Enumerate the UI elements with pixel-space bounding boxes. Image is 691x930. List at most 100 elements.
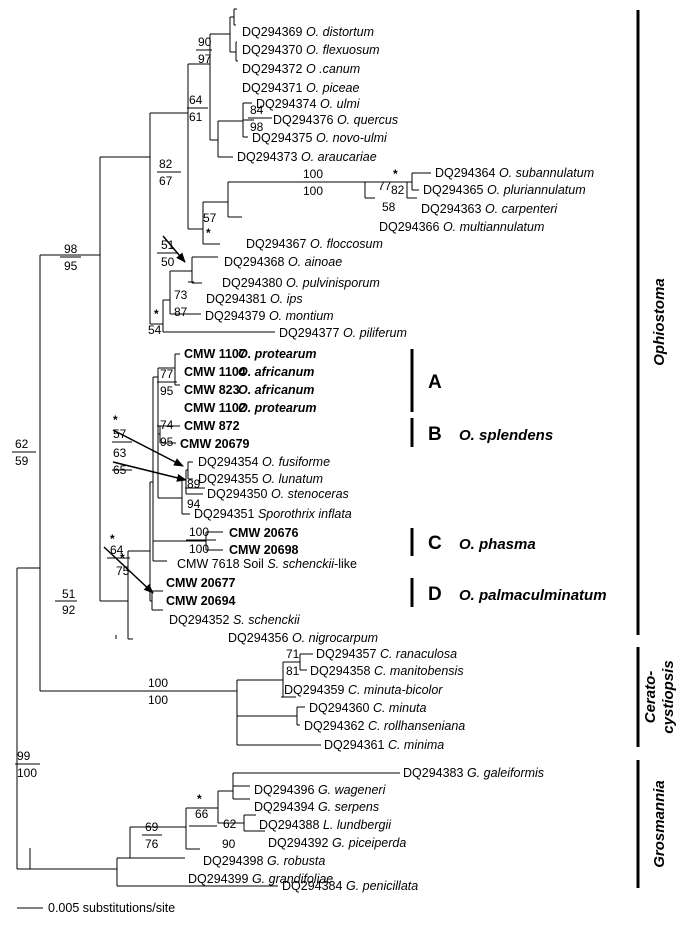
support-value: 71 [286, 647, 300, 661]
taxon-label: DQ294381 O. ips [206, 292, 303, 306]
support-value: 82 [159, 157, 173, 171]
support-value: 61 [189, 110, 203, 124]
support-value: 98 [64, 242, 78, 256]
support-value: 87 [174, 305, 188, 319]
group-name-c: O. phasma [459, 536, 536, 553]
support-value: 100 [189, 542, 209, 556]
support-value: 94 [187, 497, 201, 511]
taxon-label: DQ294369 O. distortum [242, 25, 374, 39]
support-value: * [393, 167, 398, 181]
taxon-label: CMW 823 O. africanum [184, 383, 314, 397]
support-value: 100 [303, 167, 323, 181]
taxon-label: DQ294388 L. lundbergii [259, 818, 392, 832]
group-brackets: A B O. splendens C O. phasma D O. palmac… [410, 349, 607, 607]
scale-bar-label: 0.005 substitutions/site [48, 901, 175, 915]
support-value: 73 [174, 288, 188, 302]
support-dividers [12, 49, 399, 836]
taxon-label: DQ294363 O. carpenteri [421, 202, 558, 216]
group-letter-d: D [428, 584, 442, 605]
taxon-label: CMW 20677 [166, 576, 236, 590]
taxon-label: DQ294362 C. rollhanseniana [304, 719, 465, 733]
support-value: 95 [64, 259, 78, 273]
taxon-label: DQ294396 G. wageneri [254, 783, 387, 797]
taxon-label: DQ294376 O. quercus [273, 113, 398, 127]
support-value: * [206, 226, 211, 240]
group-name-d: O. palmaculminatum [459, 587, 607, 604]
support-value: * [113, 413, 118, 427]
taxon-label: DQ294380 O. pulvinisporum [222, 276, 380, 290]
support-value: 62 [223, 817, 237, 831]
genus-label-ceratocystiopsis-1: Cerato- [642, 671, 659, 724]
support-value: 77 [160, 367, 174, 381]
taxon-label: DQ294377 O. piliferum [279, 326, 407, 340]
taxon-label: CMW 20698 [229, 543, 299, 557]
support-value: 76 [145, 837, 159, 851]
support-value: 82 [391, 183, 405, 197]
support-value: 67 [159, 174, 173, 188]
support-value: 54 [148, 323, 162, 337]
taxon-label: DQ294384 G. penicillata [282, 879, 418, 893]
taxon-label: CMW 1102 O. protearum [184, 401, 317, 415]
taxon-label: CMW 1104 O. africanum [184, 365, 314, 379]
taxon-label: CMW 20694 [166, 594, 236, 608]
support-value: 98 [250, 120, 264, 134]
taxon-label: DQ294356 O. nigrocarpum [228, 631, 378, 645]
support-value: 99 [17, 749, 31, 763]
support-value: 69 [145, 820, 159, 834]
support-value: 51 [161, 238, 175, 252]
support-value: 90 [222, 837, 236, 851]
taxon-label: DQ294358 C. manitobensis [310, 664, 464, 678]
genus-label-grosmannia: Grosmannia [651, 780, 668, 868]
taxon-label: DQ294375 O. novo-ulmi [252, 131, 388, 145]
taxon-label: DQ294350 O. stenoceras [207, 487, 349, 501]
support-value: 97 [198, 52, 212, 66]
support-value: 100 [148, 676, 168, 690]
arrow-51-50 [162, 235, 186, 263]
support-value: * [110, 532, 115, 546]
taxon-label: DQ294352 S. schenckii [169, 613, 301, 627]
support-value: 100 [148, 693, 168, 707]
taxon-label: CMW 872 [184, 419, 240, 433]
taxon-labels: DQ294369 O. distortum DQ294370 O. flexuo… [166, 25, 594, 893]
taxon-label: DQ294374 O. ulmi [256, 97, 361, 111]
group-letter-b: B [428, 424, 442, 445]
support-value: * [197, 792, 202, 806]
taxon-label: DQ294364 O. subannulatum [435, 166, 594, 180]
taxon-label: CMW 20676 [229, 526, 299, 540]
taxon-label: DQ294361 C. minima [324, 738, 444, 752]
support-value: 89 [187, 477, 201, 491]
tree-branches [16, 8, 431, 887]
taxon-label: DQ294365 O. pluriannulatum [423, 183, 586, 197]
taxon-label: DQ294368 O. ainoae [224, 255, 342, 269]
support-value: 50 [161, 255, 175, 269]
group-name-b: O. splendens [459, 427, 553, 444]
annotation-arrows [103, 235, 187, 594]
taxon-label: DQ294383 G. galeiformis [403, 766, 544, 780]
support-value: 66 [195, 807, 209, 821]
scale-bar: 0.005 substitutions/site [17, 901, 175, 915]
support-value: 92 [62, 603, 76, 617]
genus-bars: Ophiostoma Cerato- cystiopsis Grosmannia [636, 10, 677, 888]
taxon-label: DQ294398 G. robusta [203, 854, 325, 868]
taxon-label: DQ294354 O. fusiforme [198, 455, 330, 469]
arrow-57 [112, 429, 184, 467]
support-value: 75 [116, 564, 130, 578]
taxon-label: DQ294373 O. araucariae [237, 150, 377, 164]
support-value: 64 [189, 93, 203, 107]
arrow-65 [112, 461, 187, 482]
support-value: 57 [203, 211, 217, 225]
support-value: 100 [303, 184, 323, 198]
taxon-label: DQ294360 C. minuta [309, 701, 426, 715]
support-value: 64 [110, 543, 124, 557]
support-value: * [120, 551, 125, 565]
taxon-label: DQ294379 O. montium [205, 309, 334, 323]
taxon-label: DQ294372 O .canum [242, 62, 360, 76]
group-letter-a: A [428, 372, 442, 393]
support-value: 100 [17, 766, 37, 780]
support-value: 51 [62, 587, 76, 601]
support-value: 95 [160, 435, 174, 449]
taxon-label: DQ294392 G. piceiperda [268, 836, 406, 850]
taxon-label: DQ294399 G. grandifoliae [188, 872, 333, 886]
support-value: 63 [113, 446, 127, 460]
taxon-label: CMW 20679 [180, 437, 250, 451]
